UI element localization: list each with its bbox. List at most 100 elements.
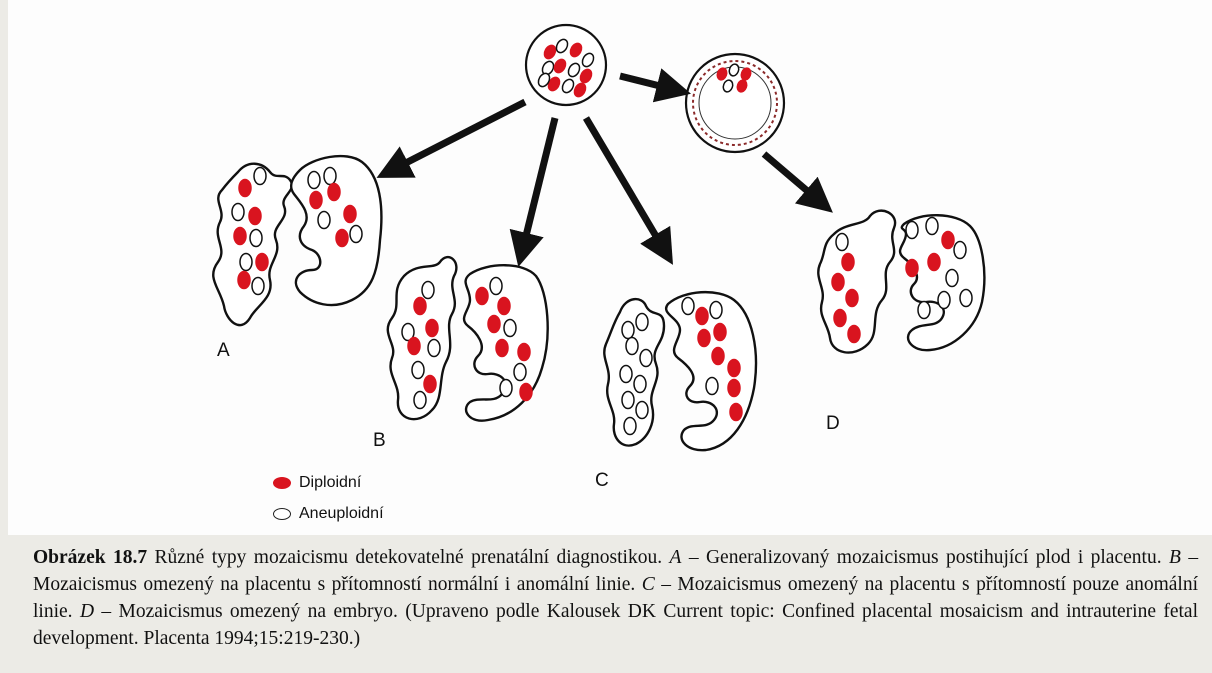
diploid-cell xyxy=(833,308,847,328)
aneuploid-cell xyxy=(722,79,734,93)
aneuploid-cell xyxy=(567,62,581,78)
diploid-cell xyxy=(845,288,859,308)
diploid-cell xyxy=(573,82,587,98)
aneuploid-cell xyxy=(635,312,649,332)
aneuploid-cell xyxy=(317,210,331,230)
diploid-cell xyxy=(475,286,489,306)
diploid-cell xyxy=(519,382,533,402)
diploid-cell xyxy=(569,42,583,58)
diploid-cell xyxy=(695,306,709,326)
arrow-to-b xyxy=(509,117,559,268)
aneuploid-cell xyxy=(307,170,321,190)
aneuploid-cell xyxy=(323,166,337,186)
panel-label-b: B xyxy=(373,430,386,451)
diploid-cell xyxy=(711,346,725,366)
diploid-cell xyxy=(716,67,728,81)
diploid-cell xyxy=(831,272,845,292)
diploid-cell xyxy=(343,204,357,224)
aneuploid-cell xyxy=(621,390,635,410)
diploid-cell xyxy=(407,336,421,356)
diploid-cell xyxy=(547,76,561,92)
diploid-cell xyxy=(425,318,439,338)
diploid-cell xyxy=(553,58,567,74)
caption-text-b: – Mozaicismus omezený na placentu s přít… xyxy=(33,547,1199,595)
aneuploid-cell xyxy=(639,348,653,368)
arrow-to-blastocyst xyxy=(619,68,692,103)
arrow-to-d xyxy=(761,151,833,213)
caption-figure-number: Obrázek 18.7 xyxy=(33,547,148,568)
aneuploid-cell xyxy=(621,320,635,340)
caption-intro: Různé typy mozaicismu detekovatelné pren… xyxy=(154,547,663,568)
zygote-source xyxy=(524,23,608,107)
aneuploid-cell xyxy=(945,268,959,288)
diploid-cell xyxy=(729,402,743,422)
aneuploid-cell xyxy=(681,296,695,316)
diploid-cell xyxy=(413,296,427,316)
diploid-cell xyxy=(233,226,247,246)
diploid-cell xyxy=(237,270,251,290)
aneuploid-cell xyxy=(251,276,265,296)
aneuploid-cell xyxy=(489,276,503,296)
diploid-cell xyxy=(327,182,341,202)
aneuploid-cell xyxy=(709,300,723,320)
caption-letter-a: A xyxy=(669,547,682,568)
aneuploid-cell xyxy=(555,38,569,54)
diploid-cell xyxy=(517,342,531,362)
diploid-cell xyxy=(905,258,919,278)
aneuploid-cell xyxy=(705,376,719,396)
aneuploid-cell xyxy=(937,290,951,310)
diploid-cell xyxy=(579,68,593,84)
diploid-cell xyxy=(927,252,941,272)
caption-letter-c: C xyxy=(641,574,655,595)
legend-diploid-label: Diploidní xyxy=(299,474,362,491)
aneuploid-cell xyxy=(239,252,253,272)
panel-d-figure xyxy=(817,209,986,354)
blastocyst xyxy=(684,52,786,154)
aneuploid-cell xyxy=(401,322,415,342)
diploid-swatch-icon xyxy=(273,477,291,489)
diploid-cell xyxy=(487,314,501,334)
blastocyst-inner xyxy=(698,66,772,140)
aneuploid-cell xyxy=(917,300,931,320)
diploid-cell xyxy=(335,228,349,248)
legend-aneuploid: Aneuploidní xyxy=(273,505,384,523)
aneuploid-cell xyxy=(728,63,740,77)
panel-label-a: A xyxy=(217,340,230,361)
caption-text-c: – Mozaicismus omezený na placentu s přít… xyxy=(33,574,1199,622)
diploid-cell xyxy=(495,338,509,358)
aneuploid-cell xyxy=(619,364,633,384)
aneuploid-cell xyxy=(581,52,595,68)
diploid-cell xyxy=(238,178,252,198)
figure-caption: Obrázek 18.7 Různé typy mozaicismu detek… xyxy=(33,544,1198,652)
aneuploid-cell xyxy=(537,72,551,88)
diploid-cell xyxy=(847,324,861,344)
aneuploid-cell xyxy=(411,360,425,380)
aneuploid-swatch-icon xyxy=(273,508,291,520)
diploid-cell xyxy=(543,44,557,60)
aneuploid-cell xyxy=(925,216,939,236)
aneuploid-cell xyxy=(633,374,647,394)
aneuploid-cell xyxy=(835,232,849,252)
diploid-cell xyxy=(713,322,727,342)
aneuploid-cell xyxy=(249,228,263,248)
caption-text-d: – Mozaicismus omezený na embryo. (Uprave… xyxy=(33,601,1199,649)
caption-text-a: – Generalizovaný mozaicismus postihující… xyxy=(688,547,1162,568)
panel-c-figure xyxy=(603,290,758,452)
diploid-cell xyxy=(497,296,511,316)
aneuploid-cell xyxy=(503,318,517,338)
caption-letter-d: D xyxy=(79,601,95,622)
blastocyst-trophoblast xyxy=(692,60,778,146)
aneuploid-cell xyxy=(953,240,967,260)
diploid-cell xyxy=(941,230,955,250)
aneuploid-cell xyxy=(513,362,527,382)
panel-a-figure xyxy=(212,154,383,327)
aneuploid-cell xyxy=(253,166,267,186)
diploid-cell xyxy=(255,252,269,272)
diploid-cell xyxy=(697,328,711,348)
aneuploid-cell xyxy=(499,378,513,398)
legend-diploid: Diploidní xyxy=(273,474,361,492)
caption-letter-b: B xyxy=(1168,547,1181,568)
diploid-cell xyxy=(423,374,437,394)
figure-panel xyxy=(8,0,1212,535)
diploid-cell xyxy=(727,358,741,378)
